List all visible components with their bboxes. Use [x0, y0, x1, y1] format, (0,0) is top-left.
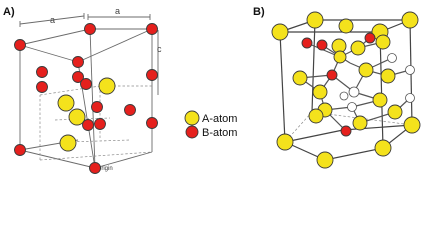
interstitial-atom	[339, 91, 349, 101]
panel-b-label: B)	[253, 6, 265, 18]
a-atom	[338, 18, 354, 34]
a-atom	[352, 115, 368, 131]
a-atom	[403, 116, 421, 134]
a-atom	[292, 70, 308, 86]
panel-b-atoms	[271, 11, 421, 169]
b-atom	[72, 56, 84, 68]
a-atom	[316, 151, 334, 169]
a-atom	[372, 92, 388, 108]
b-atom	[146, 69, 158, 81]
interstitial-atom	[348, 86, 360, 98]
a-atom	[308, 108, 324, 124]
a-atom	[350, 40, 366, 56]
a-atom	[333, 50, 347, 64]
a-atom	[387, 104, 403, 120]
dim-label-c: c	[157, 44, 162, 54]
b-atom	[326, 69, 338, 81]
interstitial-atom	[347, 102, 357, 112]
panel-b-cell-frame	[279, 19, 413, 161]
b-atom	[14, 39, 26, 51]
legend-a-atom-swatch	[184, 110, 200, 126]
b-atom	[36, 66, 48, 78]
legend-b-atom-swatch	[185, 125, 199, 139]
b-atom	[89, 162, 101, 174]
dim-label-a-right: a	[115, 6, 120, 16]
b-atom	[301, 37, 313, 49]
b-atom	[94, 118, 106, 130]
legend-b-atom-label: B-atom	[202, 127, 237, 139]
a-atom	[98, 77, 116, 95]
panel-a-cell-frame	[19, 28, 153, 169]
a-atom	[59, 134, 77, 152]
a-atom	[68, 108, 86, 126]
legend: A-atom B-atom	[184, 110, 237, 139]
interstitial-atom	[405, 93, 415, 103]
a-atom	[380, 68, 396, 84]
a-atom	[306, 11, 324, 29]
a-atom	[312, 84, 328, 100]
crystal-structure-figure: A) a a c	[3, 6, 421, 174]
b-atom	[91, 101, 103, 113]
a-atom	[358, 62, 374, 78]
interstitial-atom	[405, 65, 415, 75]
b-atom	[84, 23, 96, 35]
b-atom	[72, 71, 84, 83]
b-atom	[316, 39, 328, 51]
origin-label: origin	[98, 166, 113, 172]
interstitial-atom	[387, 53, 397, 63]
b-atom	[36, 81, 48, 93]
b-atom	[364, 32, 376, 44]
panel-a: A) a a c	[3, 6, 162, 174]
b-atom	[82, 119, 94, 131]
b-atom	[124, 104, 136, 116]
dim-label-a-left: a	[50, 15, 55, 25]
panel-a-dimension-marks: a a c	[19, 6, 162, 95]
a-atom	[276, 133, 294, 151]
b-atom	[146, 117, 158, 129]
a-atom	[401, 11, 419, 29]
legend-a-atom-label: A-atom	[202, 113, 237, 125]
b-atom	[14, 144, 26, 156]
b-atom	[146, 23, 158, 35]
a-atom	[271, 23, 289, 41]
panel-a-label: A)	[3, 6, 15, 18]
panel-a-atoms	[14, 23, 158, 174]
b-atom	[340, 125, 352, 137]
b-atom	[80, 78, 92, 90]
panel-b: B)	[253, 6, 421, 169]
a-atom	[57, 94, 75, 112]
a-atom	[374, 139, 392, 157]
a-atom	[375, 34, 391, 50]
